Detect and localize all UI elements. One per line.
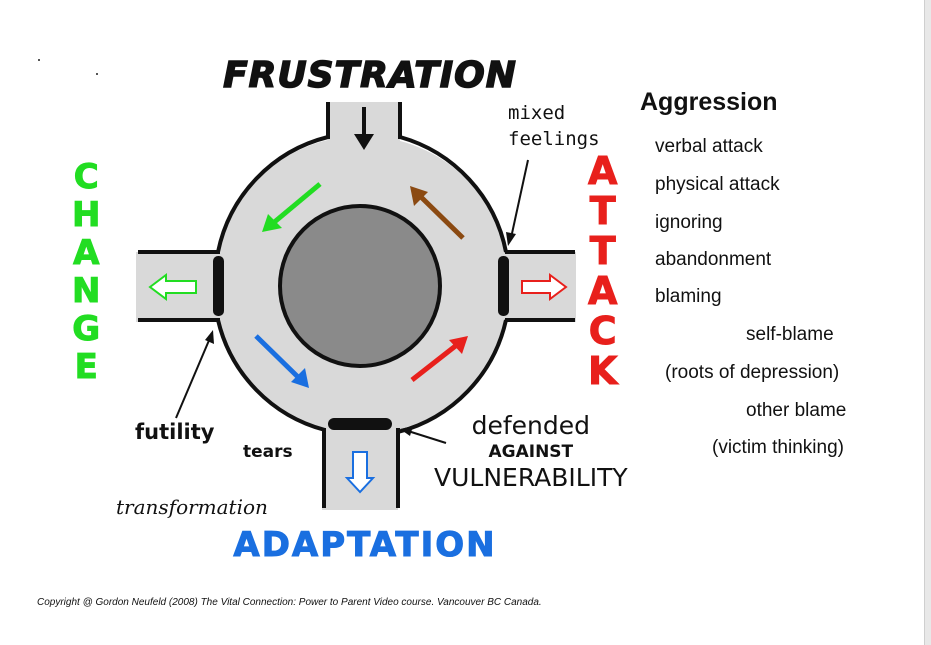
aggression-item: (victim thinking) (712, 437, 844, 458)
hollow-left-arrow-icon (148, 273, 197, 301)
aggression-item: blaming (655, 286, 722, 307)
adaptation-title: ADAPTATION (233, 525, 497, 566)
aggression-item: (roots of depression) (665, 362, 840, 383)
against-line: AGAINST (488, 442, 574, 462)
copyright-notice: Copyright @ Gordon Neufeld (2008) The Vi… (37, 597, 542, 608)
aggression-item: abandonment (655, 249, 772, 270)
transformation-label: transformation (116, 495, 268, 519)
attack-letter: C (588, 309, 617, 353)
brown-arrow-icon (410, 186, 465, 240)
mixed-line: mixed (508, 102, 566, 124)
attack-letter: T (589, 189, 616, 233)
frustration-title: FRUSTRATION (222, 54, 517, 97)
bottom-barrier (328, 418, 392, 430)
attack-vertical-title: A T T A C K (587, 149, 618, 393)
left-barrier (213, 256, 224, 316)
attack-letter: K (587, 349, 618, 393)
aggression-item: physical attack (655, 174, 780, 195)
change-letter: C (73, 157, 99, 197)
red-arrow-icon (410, 336, 468, 382)
down-arrow-icon (354, 107, 374, 150)
speck (96, 73, 98, 75)
change-letter: A (73, 233, 100, 273)
mixed-feelings-label: mixed feelings (508, 100, 600, 152)
aggression-item: other blame (746, 400, 847, 421)
pointer-lines (175, 159, 529, 444)
aggression-item: self-blame (746, 324, 834, 345)
attack-letter: A (588, 149, 618, 193)
tears-label: tears (243, 442, 293, 462)
defended-against-vulnerability-label: defended AGAINST VULNERABILITY (434, 413, 628, 491)
change-letter: E (74, 347, 98, 387)
change-letter: G (72, 309, 101, 349)
right-barrier (498, 256, 509, 316)
hollow-right-arrow-icon (521, 273, 568, 301)
aggression-item: ignoring (655, 212, 723, 233)
hollow-down-arrow-icon (344, 451, 376, 494)
change-letter: N (71, 271, 101, 311)
defended-line: defended (471, 411, 591, 440)
futility-label: futility (135, 420, 215, 444)
feelings-line: feelings (508, 128, 600, 150)
change-letter: H (71, 195, 101, 235)
speck (38, 59, 40, 61)
change-vertical-title: C H A N G E (71, 157, 101, 387)
page-right-border (924, 0, 931, 645)
aggression-title: Aggression (640, 88, 778, 116)
attack-letter: T (589, 229, 616, 273)
attack-letter: A (588, 269, 618, 313)
vulnerability-line: VULNERABILITY (434, 463, 628, 492)
center-island (278, 204, 442, 368)
green-arrow-icon (262, 182, 322, 232)
aggression-item: verbal attack (655, 136, 763, 157)
blue-arrow-icon (254, 334, 309, 388)
